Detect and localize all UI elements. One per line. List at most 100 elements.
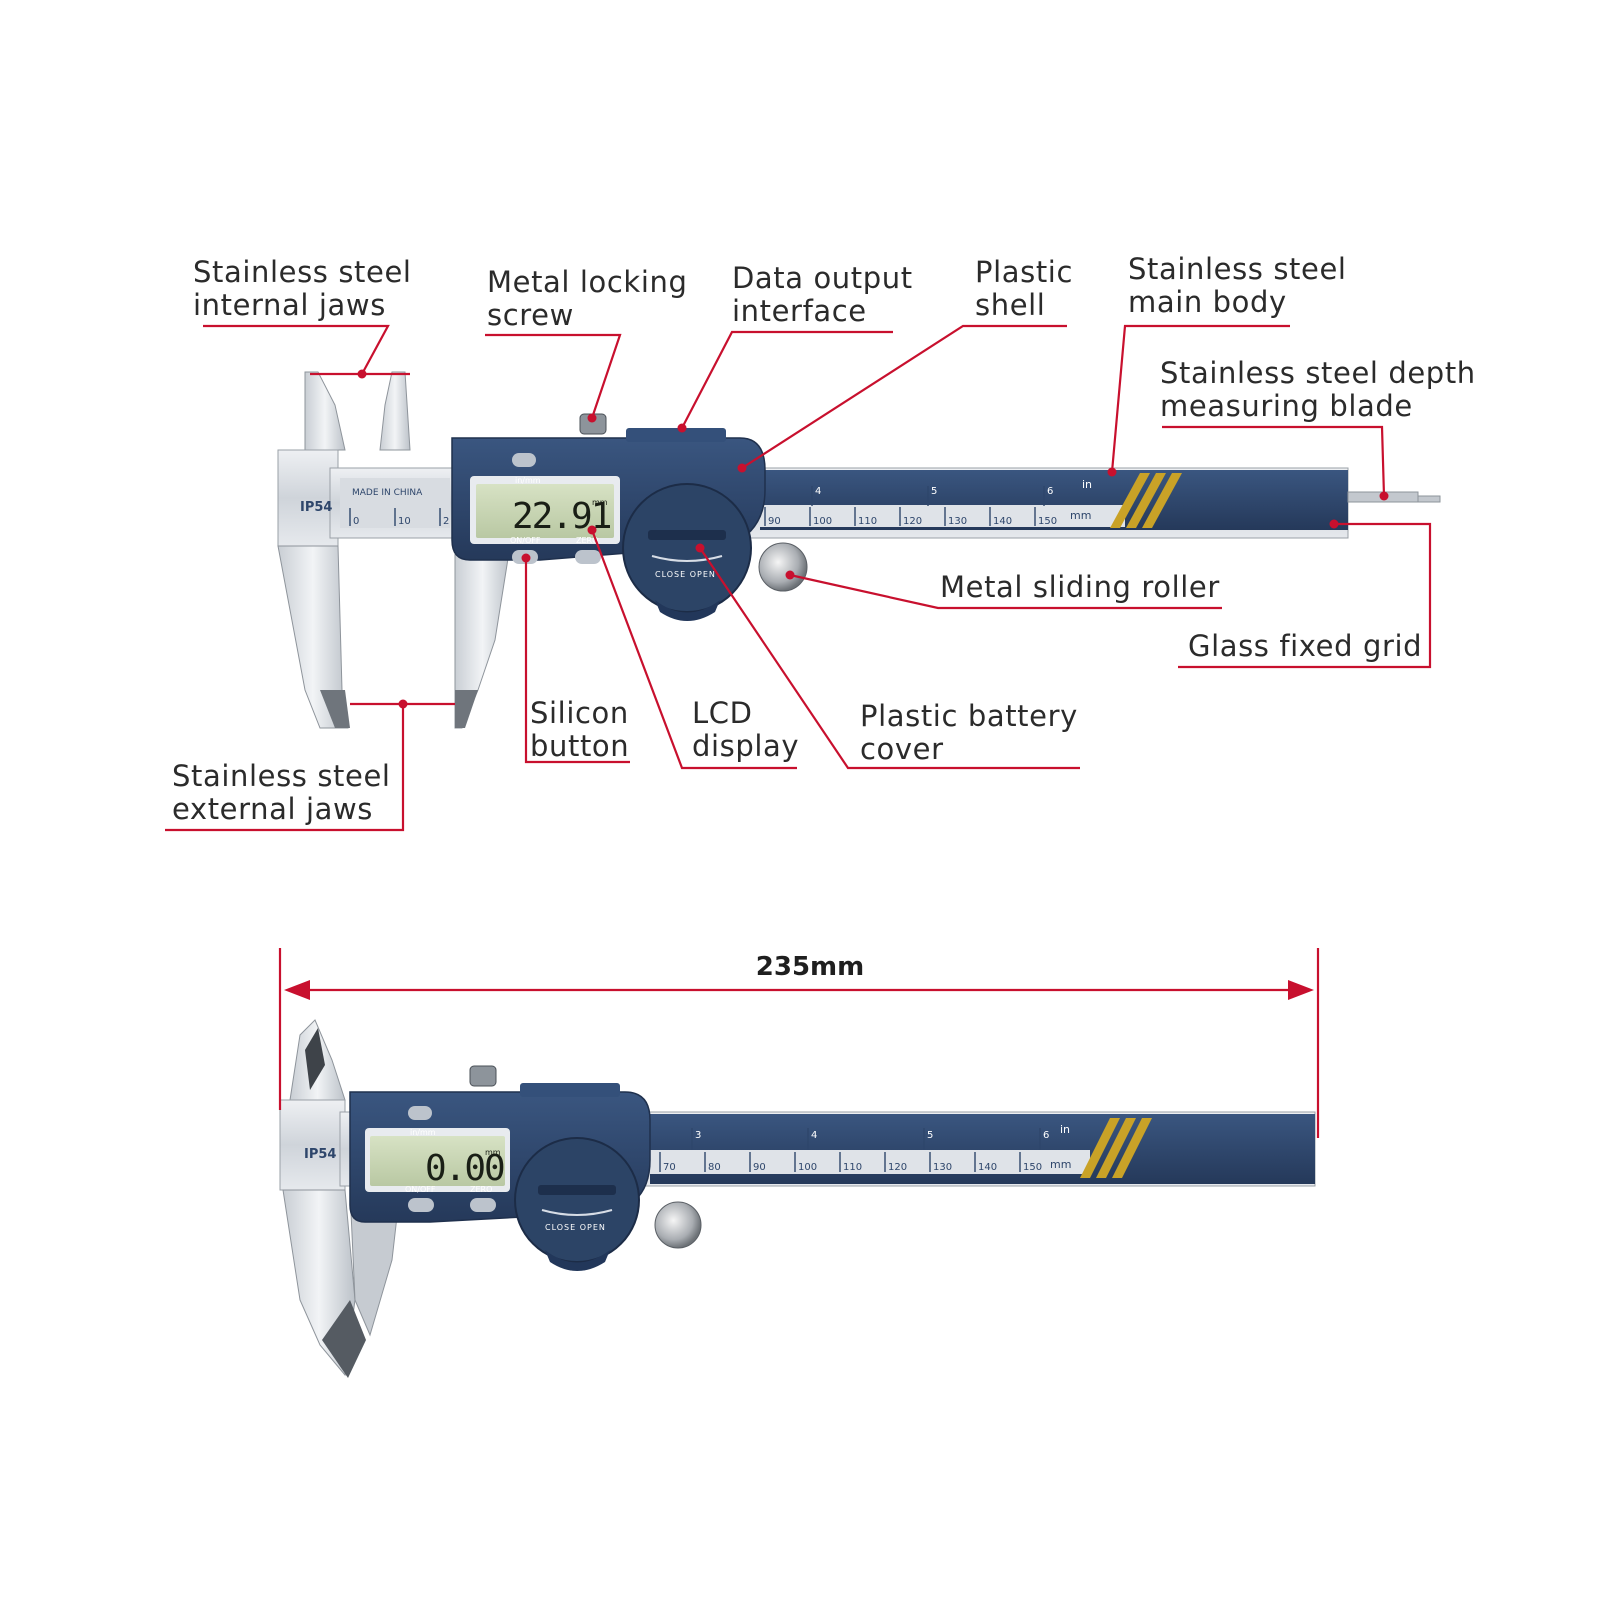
scale-number-mm-b: 90 [753, 1162, 766, 1173]
scale-number-mm: 110 [858, 516, 877, 527]
internal-jaw-fixed [304, 371, 346, 451]
external-jaw-fixed-tip [320, 690, 350, 728]
label-sliding-roller: Metal sliding roller [940, 570, 1220, 604]
battery-cover-knob-b [545, 1250, 610, 1271]
on-off-label: ON/OFF [510, 536, 541, 545]
arrow-right-head [1288, 980, 1314, 1000]
leader-external-jaws [165, 704, 405, 832]
cover-text: CLOSE OPEN [655, 570, 716, 579]
scale-number-left: 2 [443, 516, 449, 527]
dot-lcd [587, 525, 597, 535]
data-output-port-b [520, 1083, 620, 1097]
internal-jaw-moving [379, 371, 411, 451]
fixed-head-b [279, 1099, 346, 1191]
battery-cover[interactable] [622, 483, 752, 613]
cover-slot [648, 530, 726, 540]
lcd-screen [476, 484, 614, 538]
leader-sliding-roller [789, 573, 1222, 610]
leader-dots [284, 369, 1389, 1000]
in-label-top: in [1082, 478, 1092, 491]
gold-stripe-3 [1142, 473, 1182, 528]
top-button[interactable] [512, 453, 536, 467]
sliding-roller-b[interactable] [654, 1201, 702, 1249]
lcd-unit: mm [592, 498, 608, 507]
top-button-b[interactable] [408, 1106, 432, 1120]
label-data-output: Data output interface [732, 261, 913, 328]
label-main-body: Stainless steel main body [1128, 252, 1347, 319]
label-internal-jaws: Stainless steel internal jaws [193, 255, 412, 322]
mm-label-bottom: mm [1050, 1158, 1071, 1171]
depth-blade-tip [1417, 495, 1441, 503]
scale-number-in-b: 6 [1043, 1130, 1049, 1141]
leader-internal-jaws [203, 324, 390, 375]
ip54-bottom: IP54 [304, 1147, 336, 1162]
scale-number-mm-b: 120 [888, 1162, 907, 1173]
leader-data-output [681, 330, 893, 429]
scale-number-in: 6 [1047, 486, 1053, 497]
dot-depth-blade [1379, 491, 1389, 501]
lcd-reading-b: 0.00 [425, 1148, 504, 1189]
scale-number-mm-b: 80 [708, 1162, 721, 1173]
locking-screw-b [469, 1065, 497, 1087]
scale-number-mm: 130 [948, 516, 967, 527]
gold-stripe-b3 [1112, 1118, 1152, 1178]
caliper-text: IP54 MADE IN CHINA in/mm 22.91 mm ON/OFF… [300, 476, 1092, 1232]
label-external-jaws: Stainless steel external jaws [172, 759, 391, 826]
gold-stripe-1 [1110, 473, 1150, 528]
scale-number-mm: 90 [768, 516, 781, 527]
scale-number-in-b: 5 [927, 1130, 933, 1141]
external-jaw-tip-b [322, 1300, 366, 1378]
mm-label-top: mm [1070, 509, 1091, 522]
leader-silicon-button [524, 558, 630, 764]
leader-plastic-shell [741, 324, 1067, 469]
lcd-unit-b: mm [485, 1148, 501, 1157]
zero-label-b: ZERO [470, 1185, 492, 1194]
external-jaw-moving-tip [455, 690, 478, 728]
made-in-label: MADE IN CHINA [352, 488, 423, 498]
unit-toggle-label: in/mm [515, 476, 541, 485]
scale-number-in: 5 [931, 486, 937, 497]
scale-number-mm-b: 100 [798, 1162, 817, 1173]
scale-number-mm: 100 [813, 516, 832, 527]
gold-stripe-2 [1126, 473, 1166, 528]
scale-number-mm: 140 [993, 516, 1012, 527]
scale-number-mm-b: 150 [1023, 1162, 1042, 1173]
on-off-button-b[interactable] [408, 1198, 434, 1212]
dot-data-output [677, 423, 687, 433]
gold-stripe-b2 [1096, 1118, 1136, 1178]
on-off-label-b: ON/OFF [405, 1185, 436, 1194]
dot-external-jaws [398, 699, 408, 709]
cover-text-b: CLOSE OPEN [545, 1223, 606, 1232]
unit-toggle-label-b: in/mm [410, 1128, 436, 1137]
cover-arrow-b [541, 1209, 613, 1216]
sliding-roller[interactable] [758, 542, 808, 592]
label-depth-blade: Stainless steel depth measuring blade [1160, 356, 1476, 423]
ip54-top: IP54 [300, 500, 332, 515]
leader-main-body [1110, 324, 1290, 473]
scale-number-mm-b: 140 [978, 1162, 997, 1173]
lcd-screen-b [370, 1136, 505, 1186]
zero-button-b[interactable] [470, 1198, 496, 1212]
dot-plastic-shell [737, 463, 747, 473]
leader-lines [165, 324, 1432, 1138]
scale-number-in: 4 [815, 486, 821, 497]
gold-stripe-b1 [1080, 1118, 1120, 1178]
arrow-left-head [284, 980, 310, 1000]
scale-number-in-b: 3 [695, 1130, 701, 1141]
leader-battery-cover [699, 547, 1080, 770]
scale-number-mm-b: 70 [663, 1162, 676, 1173]
label-plastic-shell: Plastic shell [975, 255, 1073, 322]
battery-cover-b[interactable] [514, 1137, 640, 1263]
dot-sliding-roller [785, 570, 795, 580]
caliper-bottom [279, 1019, 1316, 1378]
dot-locking-screw [587, 413, 597, 423]
dot-glass-grid [1329, 519, 1339, 529]
leader-lcd [590, 529, 797, 770]
label-silicon-button: Silicon button [530, 696, 630, 763]
dimension-label: 235mm [755, 952, 865, 982]
dot-battery-cover [695, 543, 705, 553]
label-battery-cover: Plastic battery cover [860, 699, 1078, 766]
zero-button[interactable] [575, 550, 601, 564]
caliper-top [277, 371, 1441, 729]
